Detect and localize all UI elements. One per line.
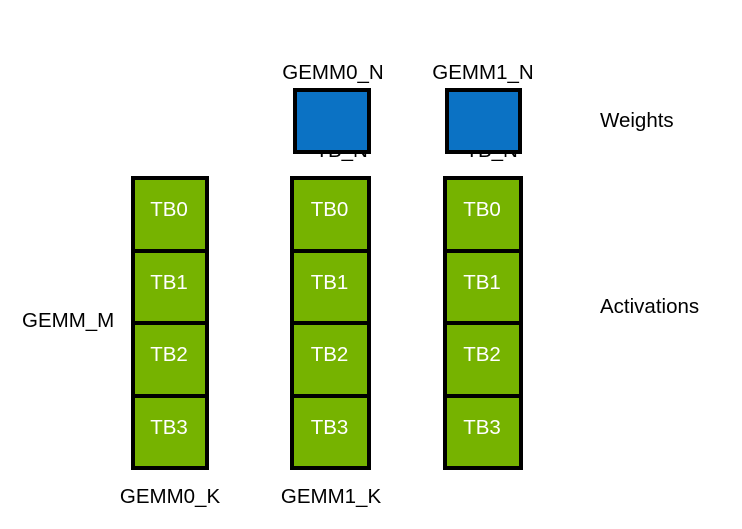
- table-row: TB1: [290, 248, 371, 325]
- tb-cell-label: TB2: [150, 343, 188, 367]
- weights-row-label: Weights: [600, 109, 674, 132]
- table-row: TB3: [443, 393, 523, 470]
- tb-cell-label: TB3: [310, 415, 349, 439]
- table-row: TB3: [290, 393, 371, 470]
- table-row: TB0: [443, 176, 523, 253]
- table-row: TB2: [290, 321, 371, 398]
- tb-cell-label: TB2: [463, 343, 501, 367]
- gemm0-n-label-line1: GEMM0_N: [282, 61, 384, 84]
- tb-cell-label: TB1: [150, 270, 188, 294]
- gemm0-k-label: GEMM0_K: [119, 485, 221, 508]
- activation-column-0: TB0 TB1 TB2 TB3: [131, 176, 209, 470]
- gemm1-weight-tile: [445, 88, 522, 154]
- gemm-m-label: GEMM_M: [22, 309, 115, 332]
- tb-cell-label: TB0: [463, 198, 501, 222]
- tb-cell-label: TB0: [150, 198, 188, 222]
- table-row: TB0: [131, 176, 209, 253]
- tb-cell-label: TB1: [310, 270, 349, 294]
- tb-cell-label: TB3: [463, 415, 501, 439]
- table-row: TB2: [443, 321, 523, 398]
- table-row: TB0: [290, 176, 371, 253]
- table-row: TB1: [443, 248, 523, 325]
- gemm1-n-label-line1: GEMM1_N: [432, 61, 534, 84]
- tb-cell-label: TB1: [463, 270, 501, 294]
- table-row: TB2: [131, 321, 209, 398]
- table-row: TB3: [131, 393, 209, 470]
- activation-column-1: TB0 TB1 TB2 TB3: [290, 176, 371, 470]
- gemm1-k-label: GEMM1_K: [280, 485, 382, 508]
- activations-row-label: Activations: [600, 295, 700, 318]
- gemm0-weight-tile: [293, 88, 371, 154]
- activation-column-2: TB0 TB1 TB2 TB3: [443, 176, 523, 470]
- tb-cell-label: TB3: [150, 415, 188, 439]
- tb-cell-label: TB0: [310, 198, 349, 222]
- table-row: TB1: [131, 248, 209, 325]
- tb-cell-label: TB2: [310, 343, 349, 367]
